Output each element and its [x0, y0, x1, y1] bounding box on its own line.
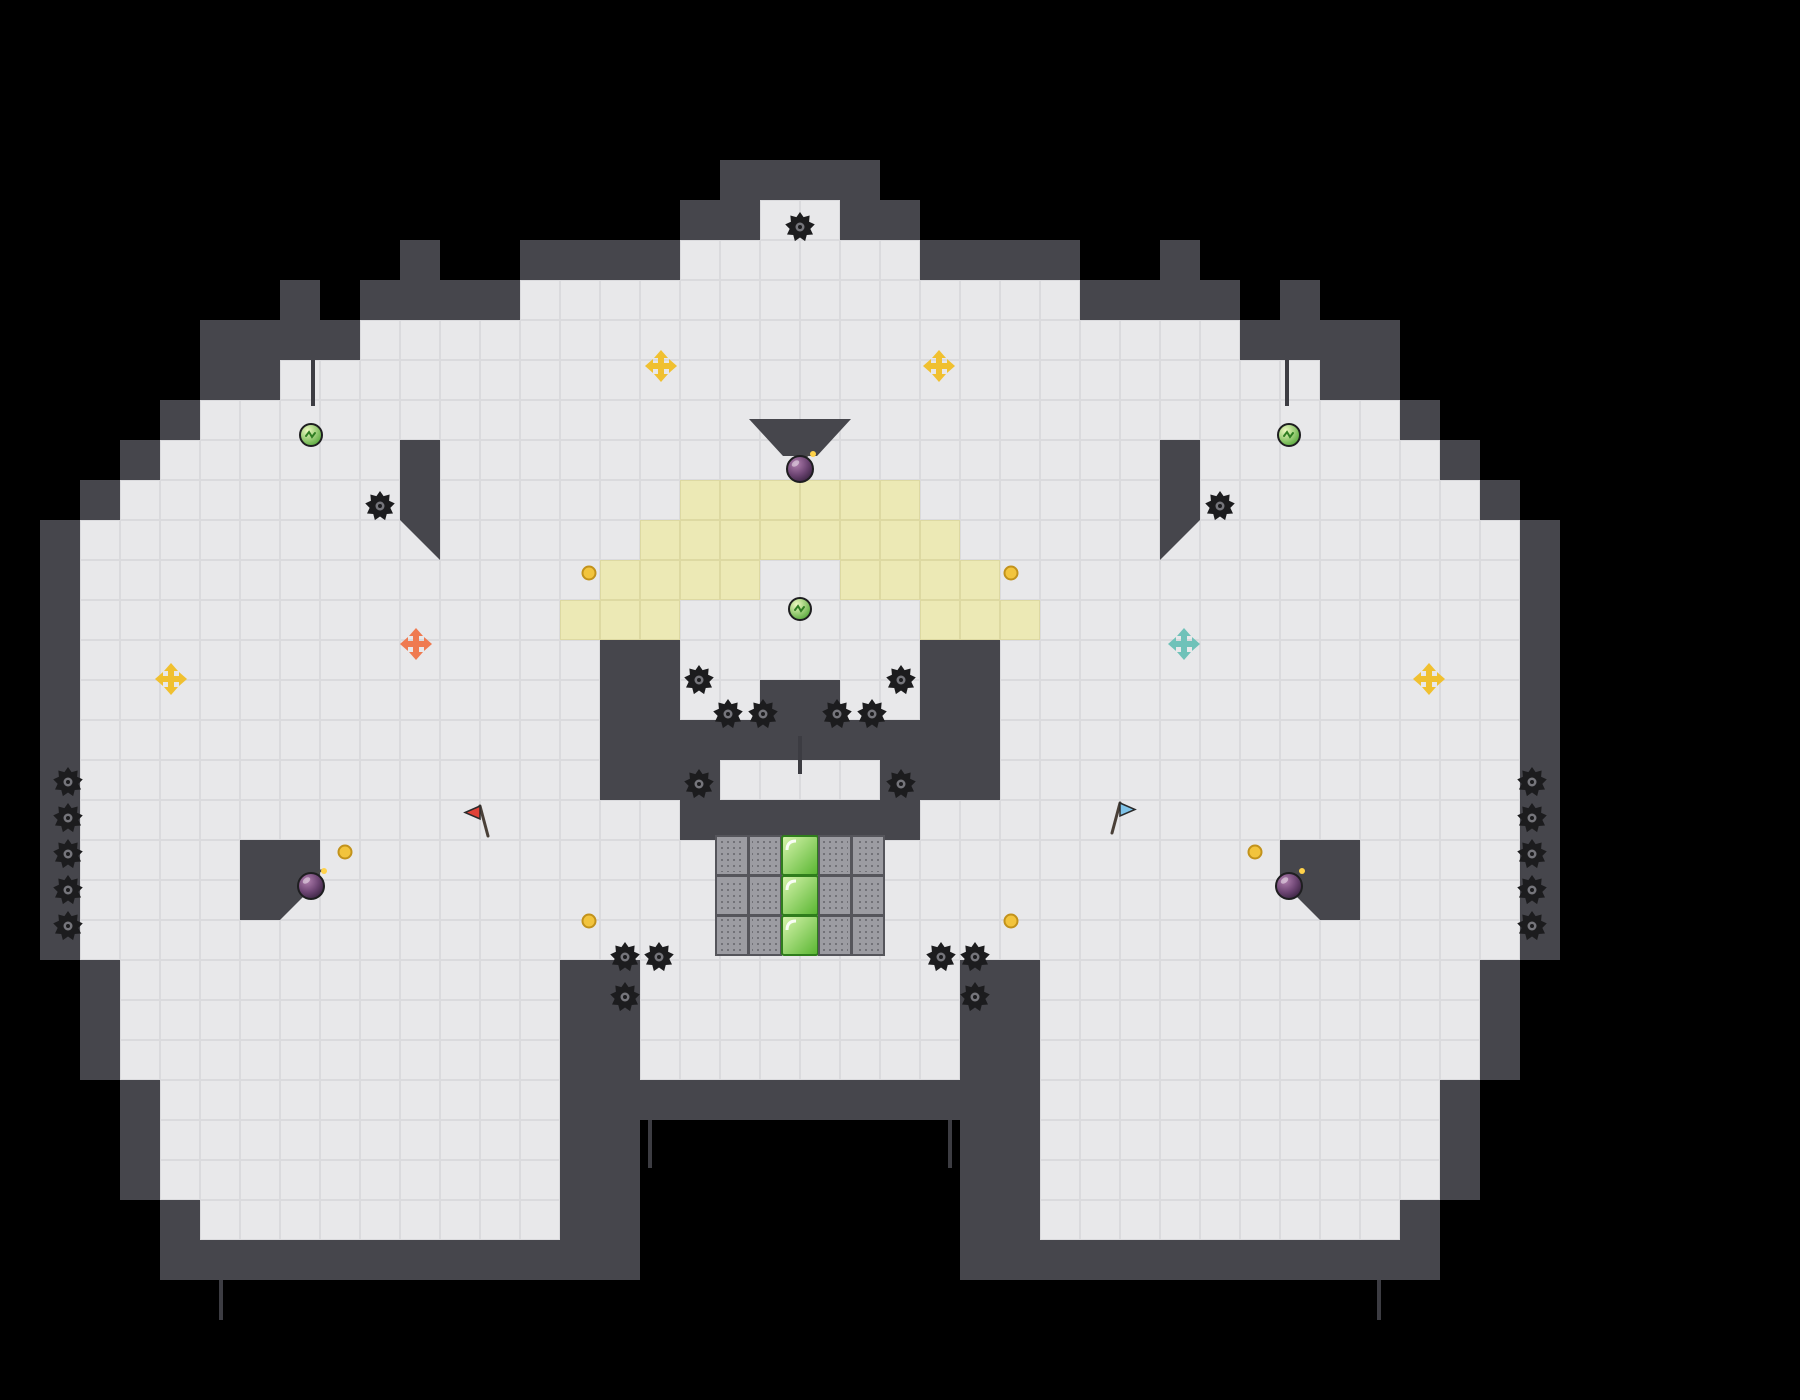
saw-gear-hazard	[1517, 911, 1547, 941]
metal-block-texture	[752, 919, 778, 952]
metal-block-texture	[719, 879, 745, 912]
blue-flag-marker	[1110, 801, 1137, 835]
saw-gear-hazard	[960, 942, 990, 972]
saw-gear-hazard	[53, 839, 83, 869]
wall-drip	[219, 1280, 223, 1320]
bomb-item	[1275, 868, 1305, 900]
saw-gear-hazard	[684, 769, 714, 799]
green-block-shine	[785, 919, 797, 931]
saw-gear-hazard	[53, 803, 83, 833]
block-cluster	[715, 835, 885, 956]
arrow-cross-pad-yellow	[645, 350, 677, 382]
awning-wall	[749, 419, 851, 456]
coin-pickup	[581, 565, 597, 581]
wall-triangle	[1160, 520, 1200, 560]
arrow-cross-pad-teal	[1168, 628, 1200, 660]
saw-gear-hazard	[886, 665, 916, 695]
saw-gear-hazard	[857, 699, 887, 729]
metal-block-texture	[855, 839, 881, 872]
coin-pickup	[1003, 565, 1019, 581]
yellow-floor-tiles	[560, 480, 1040, 640]
green-block-shine	[785, 839, 797, 851]
saw-gear-hazard	[886, 769, 916, 799]
green-block	[781, 835, 819, 876]
metal-block-texture	[752, 879, 778, 912]
saw-gear-hazard	[960, 982, 990, 1012]
saw-gear-hazard	[1517, 839, 1547, 869]
saw-gear-hazard	[1517, 875, 1547, 905]
saw-gears	[53, 212, 1547, 1012]
green-block	[781, 915, 819, 956]
bomb-item	[297, 868, 327, 900]
green-block	[781, 875, 819, 916]
arrow-cross-pad-orange	[400, 628, 432, 660]
saw-gear-hazard	[53, 767, 83, 797]
floor-tiles	[80, 200, 1520, 1240]
saw-gear-hazard	[748, 699, 778, 729]
arrow-cross-pad-yellow	[155, 663, 187, 695]
wall-drip	[311, 360, 315, 406]
wall-triangle	[400, 520, 440, 560]
saw-gear-hazard	[785, 212, 815, 242]
bomb-item	[786, 451, 816, 483]
green-block-shine	[785, 879, 797, 891]
arrow-cross-pad-yellow	[923, 350, 955, 382]
green-orb-item	[1277, 423, 1301, 447]
saw-gear-hazard	[53, 875, 83, 905]
saw-gear-hazard	[53, 911, 83, 941]
saw-gear-hazard	[644, 942, 674, 972]
saw-gear-hazard	[1517, 803, 1547, 833]
green-orb-item	[788, 597, 812, 621]
wall-tiles	[40, 160, 1560, 1280]
coin-pickup	[1247, 844, 1263, 860]
metal-block-texture	[719, 839, 745, 872]
metal-block-texture	[855, 879, 881, 912]
metal-block-texture	[822, 919, 848, 952]
metal-block-texture	[822, 879, 848, 912]
red-flag-marker	[463, 804, 490, 838]
metal-block-texture	[855, 919, 881, 952]
coin-pickup	[1003, 913, 1019, 929]
saw-gear-hazard	[713, 699, 743, 729]
saw-gear-hazard	[926, 942, 956, 972]
coin-pickup	[337, 844, 353, 860]
saw-gear-hazard	[822, 699, 852, 729]
wall-drip	[648, 1120, 652, 1168]
metal-block-texture	[752, 839, 778, 872]
coin-pickup	[581, 913, 597, 929]
saw-gear-hazard	[1517, 767, 1547, 797]
wall-drip	[798, 736, 802, 774]
green-orb-item	[299, 423, 323, 447]
saw-gear-hazard	[365, 491, 395, 521]
saw-gear-hazard	[684, 665, 714, 695]
wall-drip	[1285, 360, 1289, 406]
saw-gear-hazard	[1205, 491, 1235, 521]
wall-drip	[948, 1120, 952, 1168]
arrow-cross-pad-yellow	[1413, 663, 1445, 695]
metal-block-texture	[822, 839, 848, 872]
items	[155, 350, 1445, 929]
saw-gear-hazard	[610, 982, 640, 1012]
metal-block-texture	[719, 919, 745, 952]
wall-drip	[1377, 1280, 1381, 1320]
saw-gear-hazard	[610, 942, 640, 972]
